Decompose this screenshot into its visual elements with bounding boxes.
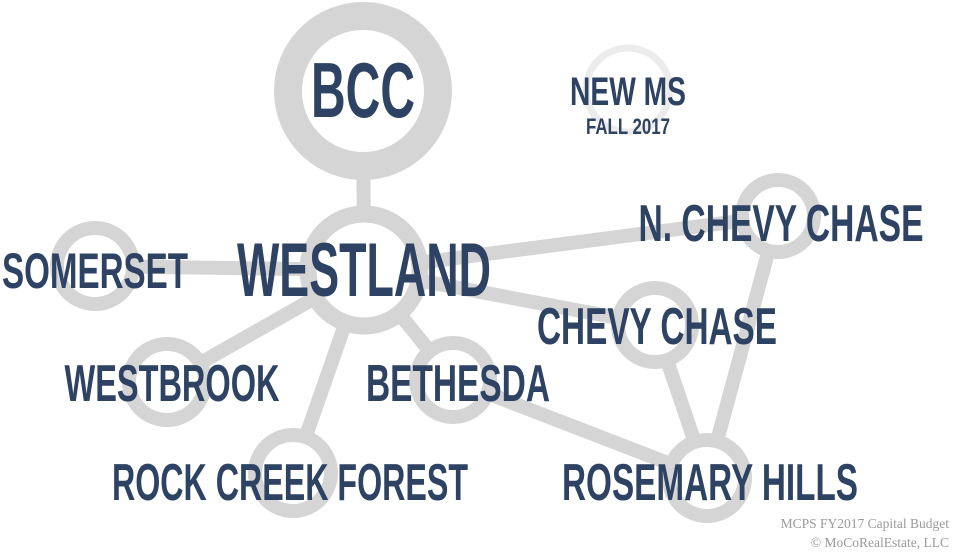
edge-westland-n_chevy_chase [357, 209, 785, 277]
credit-line-1: MCPS FY2017 Capital Budget [781, 516, 950, 531]
bethesda-node-ring [409, 336, 497, 424]
westland-node-ring [299, 205, 429, 335]
chevy-chase-node-ring [611, 281, 699, 369]
edge-n_chevy_chase-rosemary_hills [700, 209, 785, 485]
westbrook-label: WESTBROOK [65, 355, 280, 413]
bethesda-label: BETHESDA [366, 355, 550, 413]
somerset-label: SOMERSET [2, 243, 188, 299]
n-chevy-chase-node-ring [735, 173, 821, 259]
chevy-chase-label: CHEVY CHASE [537, 298, 777, 356]
n-chevy-chase-label: N. CHEVY CHASE [639, 195, 924, 253]
bcc-label: BCC [311, 46, 415, 134]
westland-label: WESTLAND [237, 228, 491, 313]
new-ms-sublabel: FALL 2017 [586, 114, 670, 139]
westbrook-node-ring [122, 337, 212, 427]
somerset-node-ring [50, 221, 140, 311]
credit-line-2: © MoCoRealEstate, LLC [811, 535, 949, 550]
new-ms-label: NEW MS [570, 70, 686, 114]
edge-bethesda-rosemary_hills [446, 373, 714, 485]
rock-creek-forest-node-ring [248, 428, 338, 518]
bcc-node-ring [274, 2, 452, 180]
node-rings [50, 2, 821, 523]
rosemary-hills-label: ROSEMARY HILLS [562, 454, 858, 512]
new-ms-node-ring [582, 44, 674, 136]
rosemary-hills-node-ring [662, 433, 752, 523]
rock-creek-forest-label: ROCK CREEK FOREST [112, 454, 468, 512]
